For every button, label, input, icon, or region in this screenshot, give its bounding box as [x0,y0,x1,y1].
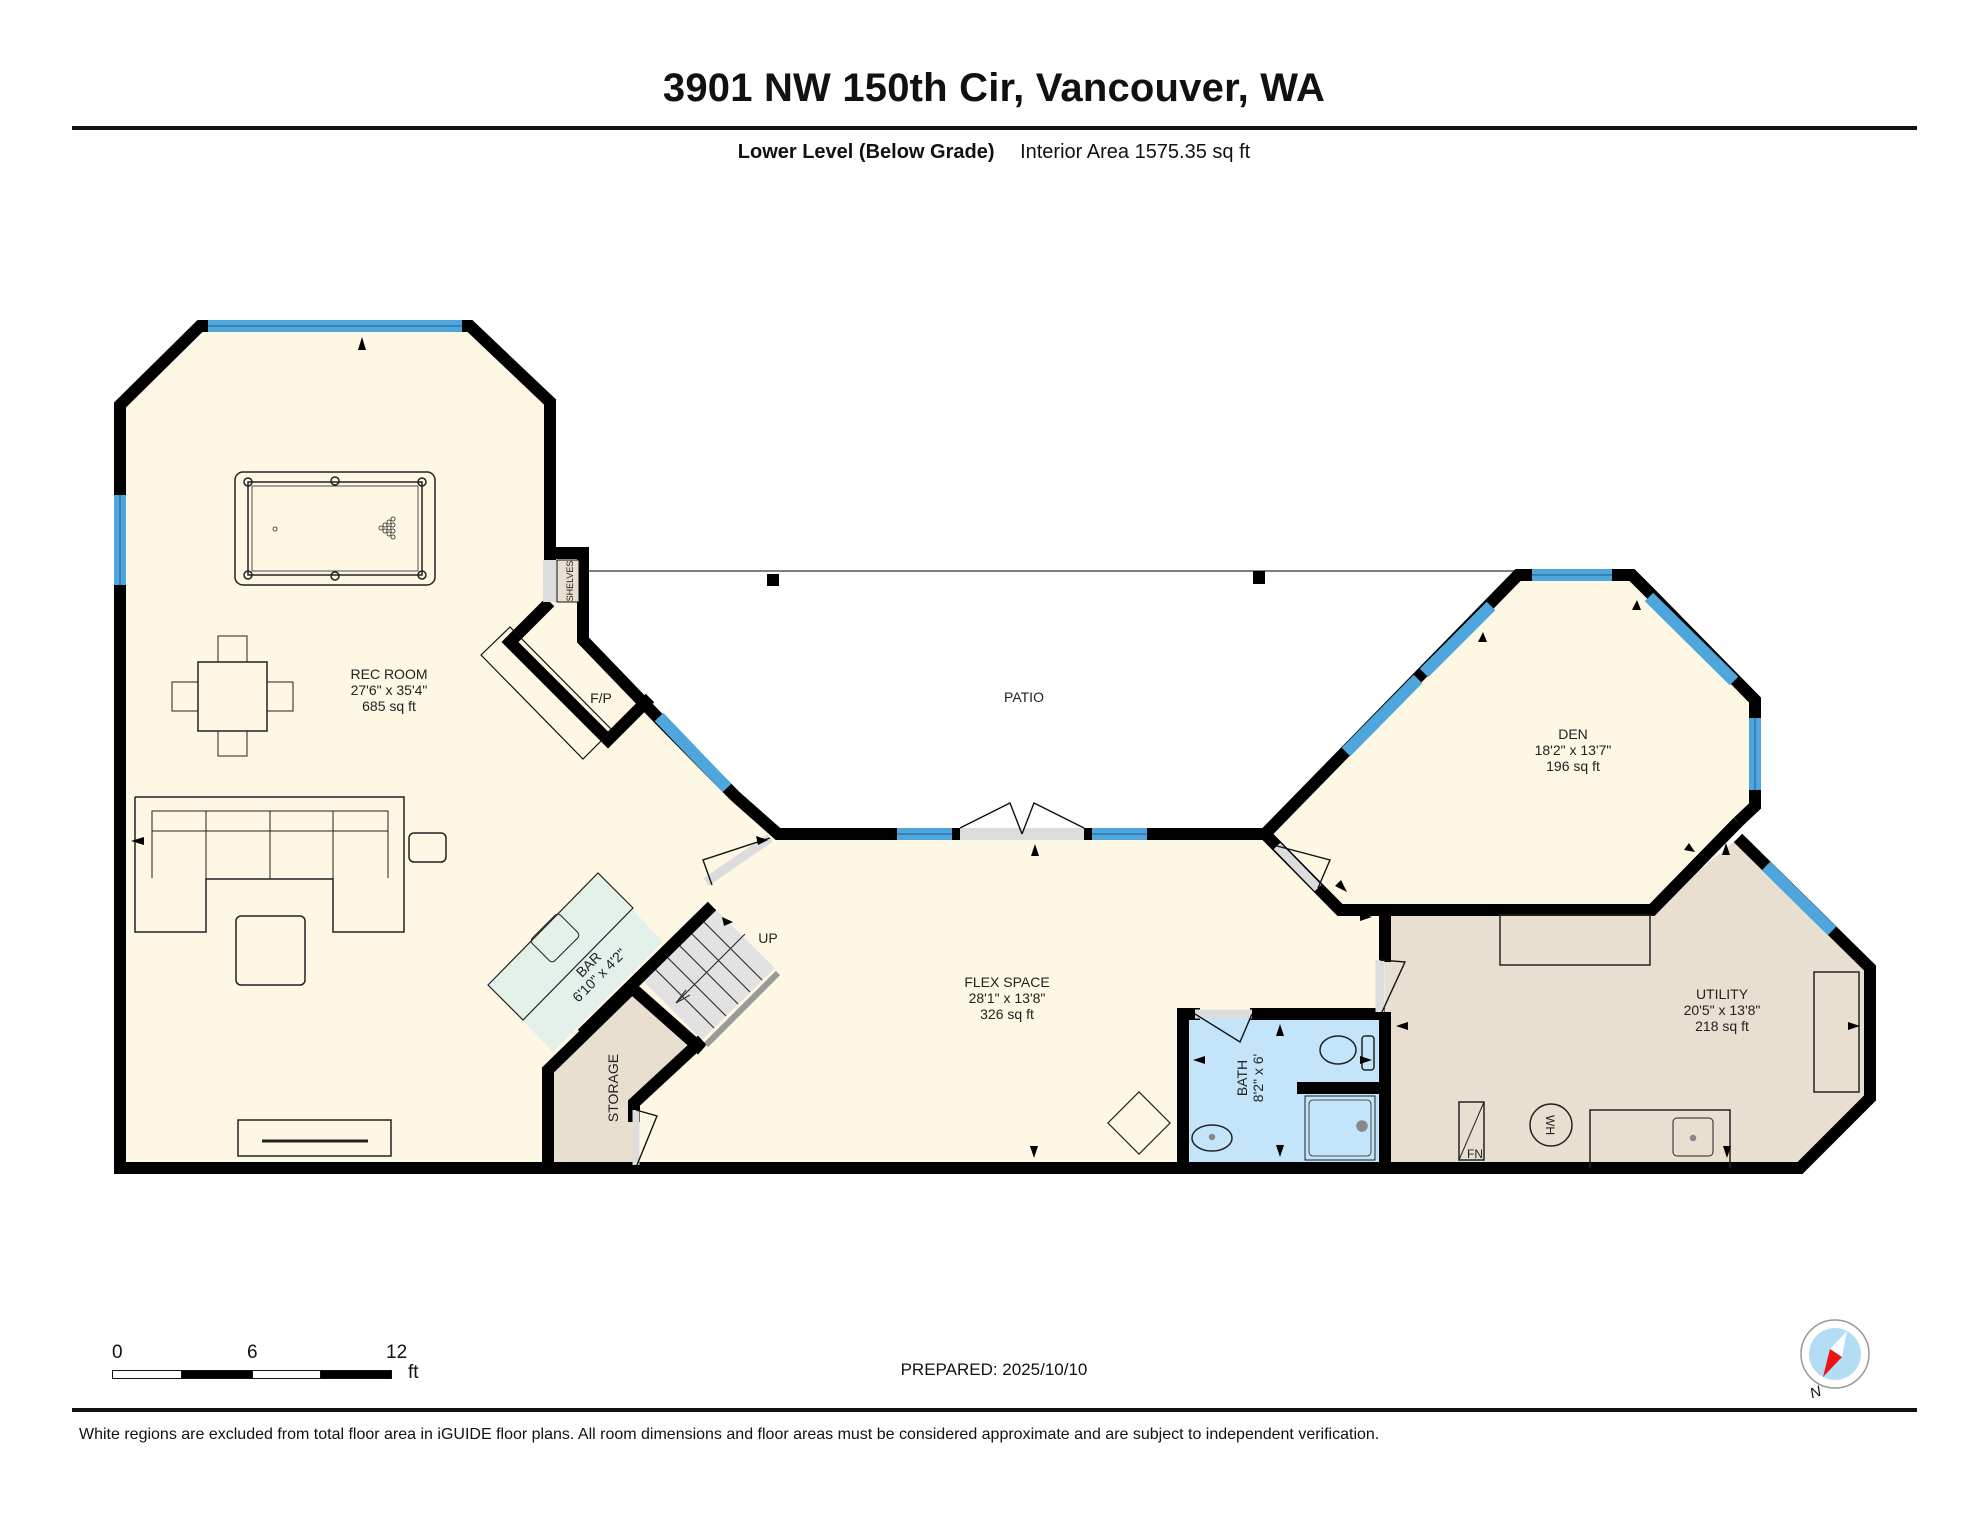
utility-name: UTILITY [1696,986,1749,1002]
storage-name: STORAGE [605,1054,621,1122]
scale-bar: 0 6 12 ft [112,1342,432,1402]
header-divider [72,126,1917,130]
bar-counter-icon [487,872,634,1021]
dimension-markers [131,337,1860,1158]
bath-sink-icon [1191,1124,1233,1152]
scale-tick-12: 12 [386,1342,408,1363]
scale-segment [320,1370,392,1379]
rec-room-name: REC ROOM [351,666,428,682]
bath-name: BATH [1234,1060,1250,1096]
bar-area [488,873,663,1052]
compass-icon: N [1800,1319,1870,1398]
footer-divider [72,1408,1917,1412]
window-rec-diag [654,712,732,793]
scale-tick-0: 0 [112,1342,123,1363]
utility-counter-icon [1499,914,1651,966]
water-heater-icon [1529,1103,1573,1147]
bar-sink-icon [530,913,580,963]
tv-console-icon [237,1119,392,1157]
water-heater-label: WH [1543,1115,1557,1135]
den-dimensions: 18'2" x 13'7" [1535,742,1612,758]
ottoman-icon [235,915,306,986]
exterior-walls [114,320,1876,1174]
furnace-icon [1458,1101,1485,1161]
shower-icon [1304,1095,1376,1161]
window-den-diag [1644,592,1739,686]
den-area [1265,575,1755,910]
stair-treads [651,917,763,1029]
rec-room-dimensions: 27'6" x 35'4" [351,682,428,698]
utility-area [1385,838,1870,1168]
pool-table-icon [234,471,436,586]
interior-area: Interior Area 1575.35 sq ft [1020,141,1251,163]
window-mullions [119,325,1756,835]
flex-side-table-icon [1107,1091,1171,1155]
utility-area-label: 218 sq ft [1695,1018,1749,1034]
patio-name: PATIO [1004,689,1044,705]
fireplace-label: F/P [590,690,612,706]
prepared-date: PREPARED: 2025/10/10 [900,1360,1088,1379]
property-address-title: 3901 NW 150th Cir, Vancouver, WA [662,66,1326,110]
doors [543,559,1407,1166]
scale-tick-6: 6 [247,1342,258,1363]
scale-unit: ft [408,1362,419,1383]
utility-shelf-icon [1813,971,1860,1093]
window-den-1 [1341,674,1423,757]
furnace-label: FN [1467,1147,1483,1161]
level-subtitle: Lower Level (Below Grade) Interior Area … [0,141,1988,164]
fireplace-hearth [480,626,613,760]
den-name: DEN [1558,726,1588,742]
storage-area [548,988,695,1168]
patio-post-2 [1253,571,1265,584]
window-utility [1761,861,1837,936]
bath-dimensions: 8'2" x 6' [1250,1054,1266,1102]
disclaimer-text: White regions are excluded from total fl… [79,1426,1380,1443]
toilet-icon [1319,1035,1375,1071]
utility-dimensions: 20'5" x 13'8" [1684,1002,1761,1018]
level-name: Lower Level (Below Grade) [737,141,995,163]
side-table-icon [408,832,447,863]
stair-rail [703,970,781,1048]
flex-space-name: FLEX SPACE [964,974,1049,990]
utility-sink-icon [1589,1109,1731,1168]
flex-space-dimensions: 28'1" x 13'8" [969,990,1046,1006]
room-labels: REC ROOM 27'6" x 35'4" 685 sq ft FLEX SP… [351,561,1761,1161]
rec-room-area [120,330,1385,1168]
den-area-label: 196 sq ft [1546,758,1600,774]
shelves-label: SHELVES [565,561,575,602]
dining-table-icon [171,635,294,757]
patio-post-1 [767,574,779,586]
flex-space-area-label: 326 sq ft [980,1006,1034,1022]
stairs-up-label: UP [758,930,777,946]
sectional-sofa-icon [134,796,405,933]
rec-room-area-label: 685 sq ft [362,698,416,714]
window-den-2 [1419,601,1496,678]
furniture [134,471,1860,1168]
